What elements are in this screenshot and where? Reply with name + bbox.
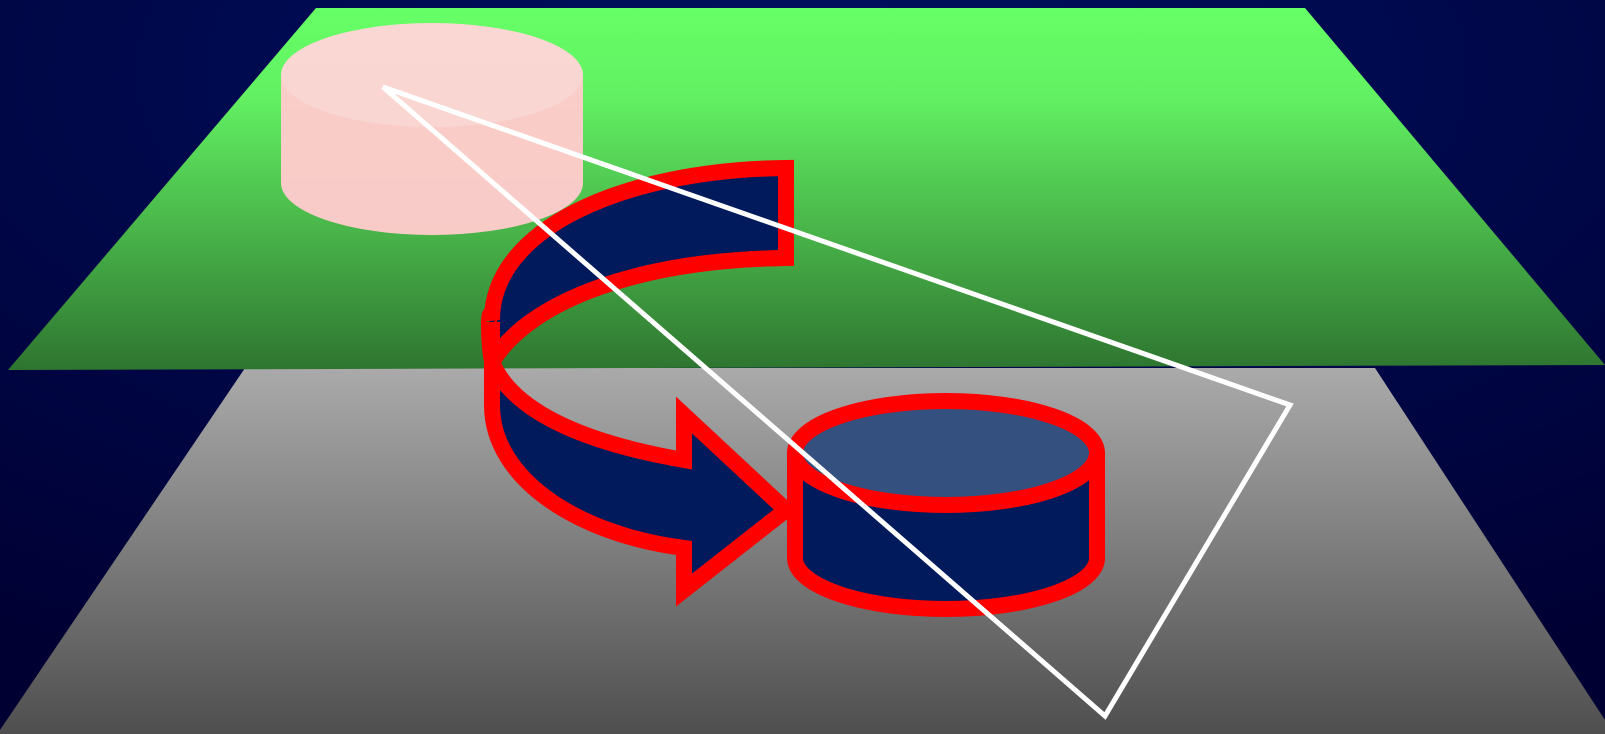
solid-cylinder-top <box>795 401 1097 505</box>
ghost-cylinder-top <box>281 23 583 127</box>
